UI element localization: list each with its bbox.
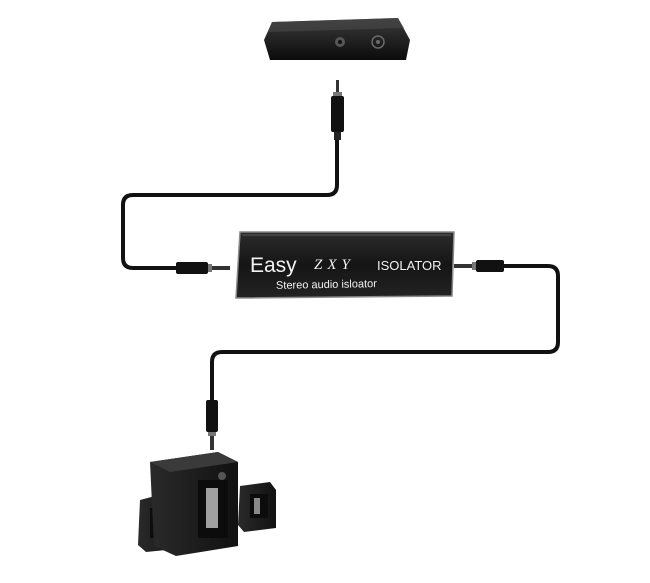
isolator-box-icon [235,231,455,299]
isolator-logo-label: ZXY [314,257,355,273]
audio-jack-plug-icon [176,262,230,274]
audio-jack-plug-icon [454,260,504,272]
cable-isolator-to-speakers [210,264,560,402]
speaker-system-icon [138,452,276,556]
audio-jack-plug-icon [206,400,218,450]
isolator-model-label: ISOLATOR [377,258,442,273]
audio-player-icon [264,18,410,60]
cable-source-to-isolator [121,140,339,270]
isolator-brand-label: Easy [250,254,297,277]
audio-jack-plug-icon [331,80,344,140]
isolator-subtitle-label: Stereo audio isloator [275,278,377,292]
